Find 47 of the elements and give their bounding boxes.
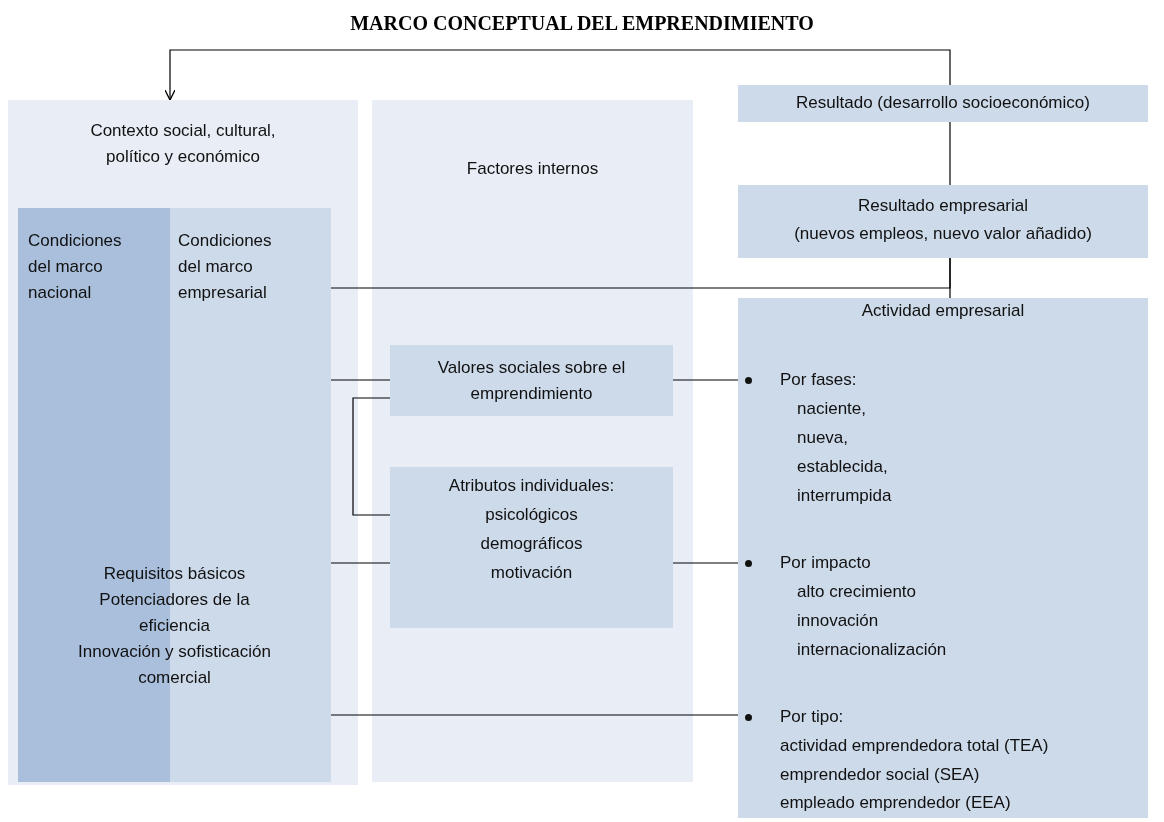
node-label: Resultado (desarrollo socioeconómico): [795, 92, 1091, 114]
node-text: psicológicos: [484, 504, 579, 526]
node-text: Por fases:: [780, 369, 858, 391]
arrow: [164, 49, 951, 101]
node-text: Requisitos básicos: [102, 563, 247, 585]
node-text: establecida,: [797, 456, 889, 478]
node-text: Innovación y sofisticación comercial: [77, 641, 272, 689]
node-label: Valores sociales sobre el emprendimiento: [436, 357, 627, 405]
node-text: naciente,: [797, 398, 867, 420]
connector-line: [672, 379, 739, 381]
node-text: Por tipo:: [780, 706, 845, 728]
business-outcome-box: [738, 185, 1148, 258]
context-panel: [8, 100, 358, 785]
node-text: demográficos: [479, 533, 584, 555]
diagram-title: MARCO CONCEPTUAL DEL EMPRENDIMIENTO: [349, 12, 815, 35]
internal-factors-panel: [372, 100, 693, 782]
node-label: Contexto social, cultural, político y económico: [89, 120, 277, 168]
node-text: (nuevos empleos, nuevo valor añadido): [793, 223, 1093, 245]
node-text: motivación: [489, 562, 574, 584]
node-text: internacionalización: [797, 639, 948, 661]
node-text: emprendedor social (SEA): [780, 764, 981, 786]
node-text: Actividad empresarial: [860, 300, 1026, 322]
business-activity-box: [738, 298, 1148, 818]
connector-line: [949, 121, 951, 186]
connector-line: [330, 257, 951, 289]
node-label: Condiciones del marco nacional: [28, 230, 123, 304]
node-text: alto crecimiento: [797, 581, 918, 603]
node-text: innovación: [797, 610, 880, 632]
connector-line: [352, 397, 391, 516]
outcome-box: [738, 85, 1148, 122]
social-values-box: [390, 345, 673, 416]
node-text: actividad emprendedora total (TEA): [780, 735, 1050, 757]
individual-attributes-box: [390, 467, 673, 628]
framework-conditions-box: [18, 208, 331, 782]
node-text: Condiciones del marco empresarial: [178, 230, 273, 304]
node-text: interrumpida: [797, 485, 893, 507]
node-text: empleado emprendedor (EEA): [780, 792, 1012, 814]
node-label: Resultado empresarial: [856, 195, 1030, 217]
connector-line: [330, 714, 739, 716]
node-label: Atributos individuales:: [447, 475, 616, 497]
connector-line: [330, 379, 391, 381]
node-text: Por impacto: [780, 552, 872, 574]
connector-line: [672, 562, 739, 564]
connector-line: [330, 562, 391, 564]
node-text: Potenciadores de la eficiencia: [98, 589, 251, 637]
node-text: nueva,: [797, 427, 850, 449]
node-label: Factores internos: [465, 158, 600, 180]
